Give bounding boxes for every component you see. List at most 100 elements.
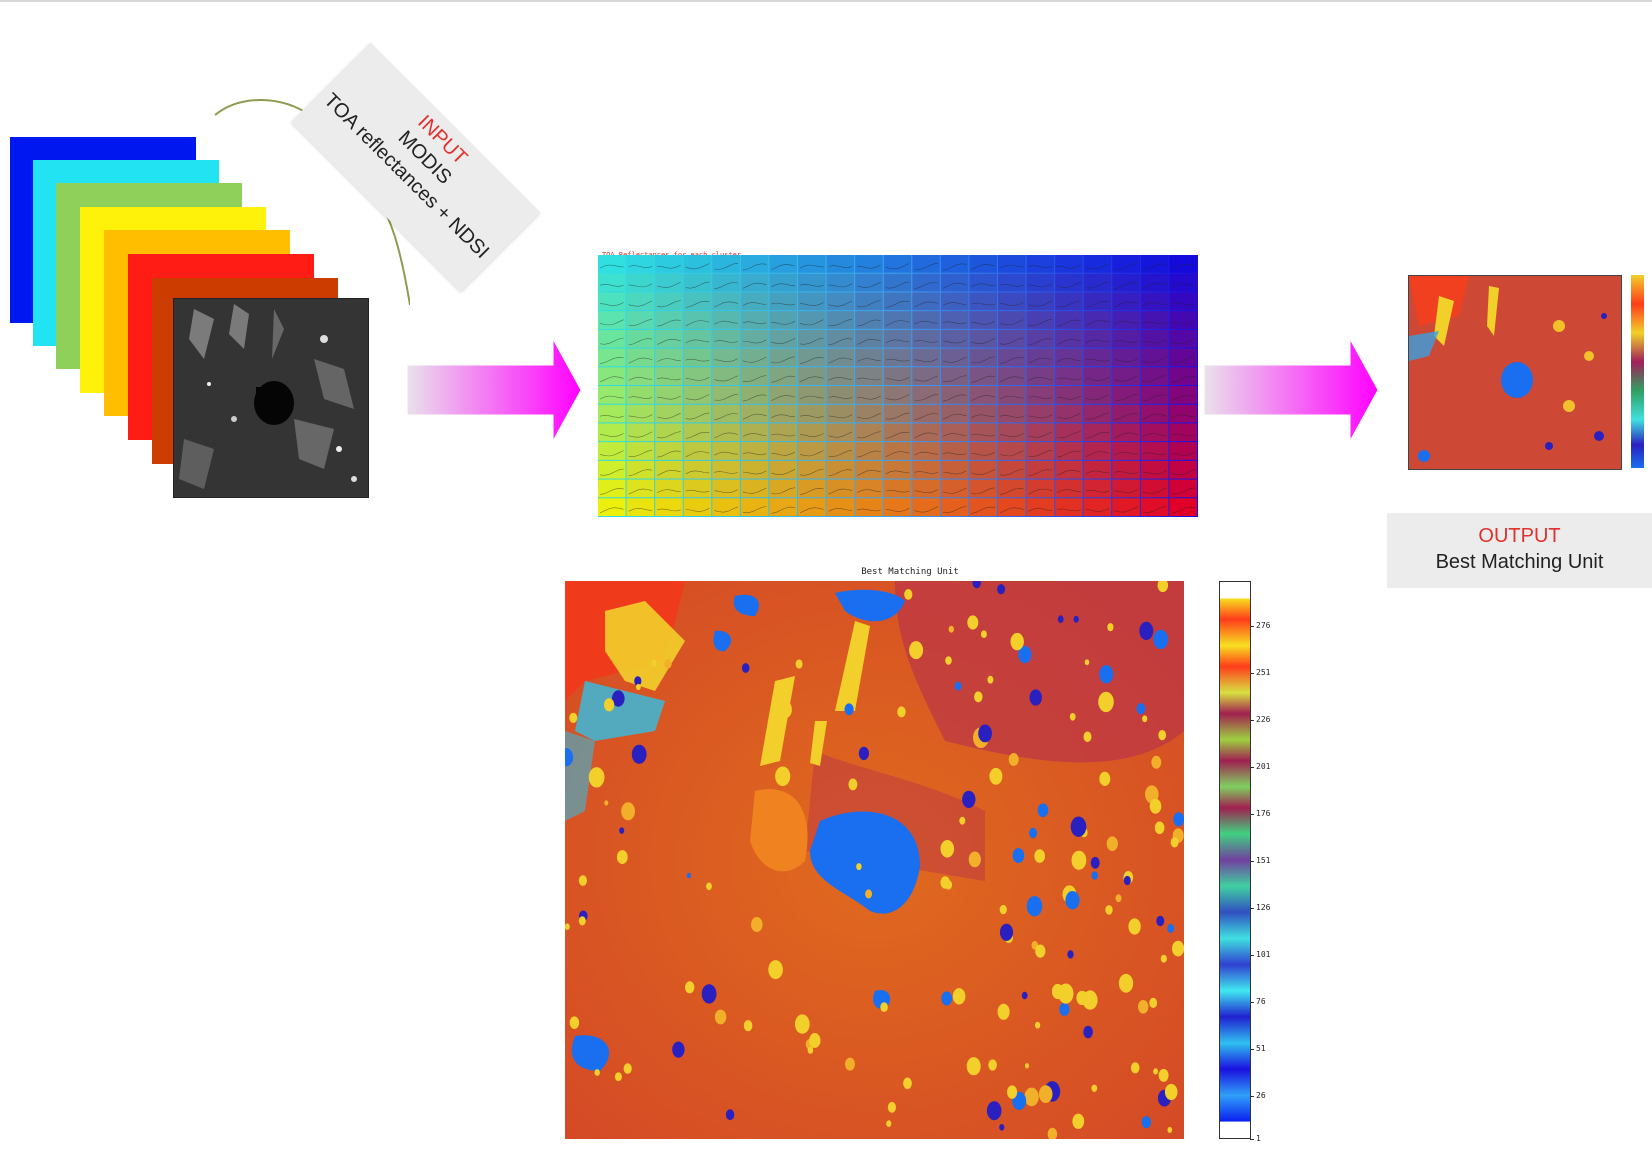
som-cell xyxy=(683,386,712,404)
som-cell xyxy=(712,367,740,385)
som-cell-curve xyxy=(971,264,996,270)
som-cell-curve xyxy=(656,358,681,362)
som-cell xyxy=(883,460,912,479)
som-cell xyxy=(655,442,683,460)
map-feature xyxy=(1035,1021,1041,1029)
colorbar-tick-label: 226 xyxy=(1256,715,1271,724)
som-cell xyxy=(1169,292,1197,311)
som-cell xyxy=(683,498,712,516)
som-cell xyxy=(1169,273,1197,292)
som-cell-curve xyxy=(1085,489,1110,493)
som-cell-curve xyxy=(1171,264,1196,270)
som-cell-curve xyxy=(857,508,881,512)
som-cell xyxy=(1169,404,1197,423)
som-cell-curve xyxy=(657,431,681,439)
som-cell xyxy=(1112,329,1140,348)
map-feature xyxy=(1072,1113,1085,1129)
map-feature xyxy=(880,1002,888,1012)
som-cell xyxy=(740,329,769,348)
som-cell-curve xyxy=(1142,321,1167,325)
som-cell-curve xyxy=(799,356,824,364)
som-cell-curve xyxy=(999,337,1024,345)
som-cell-curve xyxy=(942,263,967,271)
som-cell xyxy=(826,442,855,460)
best-matching-unit-map xyxy=(565,581,1184,1139)
map-feature xyxy=(1083,1025,1093,1039)
som-cell-curve xyxy=(628,300,653,307)
map-feature xyxy=(1083,731,1092,743)
som-cell xyxy=(655,386,683,404)
som-cell-curve xyxy=(714,301,738,308)
map-feature xyxy=(1059,1002,1070,1016)
som-cell-curve xyxy=(742,302,767,306)
som-cell-curve xyxy=(914,358,939,363)
som-cell xyxy=(1112,479,1140,498)
map-feature xyxy=(865,889,873,899)
som-cell-curve xyxy=(685,320,710,327)
som-cell-curve xyxy=(628,357,653,364)
som-cell xyxy=(798,329,826,348)
som-cell-curve xyxy=(628,488,653,495)
som-cell-curve xyxy=(1142,263,1167,271)
som-cell-curve xyxy=(685,263,710,270)
som-cell xyxy=(626,367,655,385)
som-cell-curve xyxy=(999,356,1024,364)
som-cell-curve xyxy=(1171,487,1196,495)
som-cell-curve xyxy=(1085,320,1110,326)
som-cell xyxy=(1140,367,1169,385)
som-cell xyxy=(912,255,940,273)
flow-arrow-icon xyxy=(406,338,582,442)
som-cell xyxy=(740,348,769,367)
som-cell xyxy=(826,311,855,329)
som-cell xyxy=(1026,329,1055,348)
map-feature xyxy=(962,790,976,809)
som-cell xyxy=(1112,273,1140,292)
som-cell-curve xyxy=(828,488,853,495)
som-cell xyxy=(883,329,912,348)
som-cell xyxy=(769,423,797,442)
som-cell-curve xyxy=(771,356,796,364)
som-cell xyxy=(969,460,997,479)
som-cell xyxy=(598,404,626,423)
som-cell xyxy=(1140,498,1169,516)
som-cell-curve xyxy=(971,433,996,437)
map-feature xyxy=(612,690,625,707)
map-feature xyxy=(1123,875,1131,886)
som-cell xyxy=(598,367,626,385)
som-cell-curve xyxy=(942,356,967,363)
som-cell xyxy=(1112,311,1140,329)
som-cell-curve xyxy=(1171,506,1196,514)
som-cell xyxy=(798,348,826,367)
colorbar-tick-mark xyxy=(1250,955,1254,956)
map-feature xyxy=(594,1069,600,1076)
som-cell xyxy=(1140,311,1169,329)
som-cell xyxy=(940,423,969,442)
som-cell xyxy=(683,423,712,442)
som-cell xyxy=(1026,460,1055,479)
som-cell xyxy=(969,498,997,516)
map-feature xyxy=(897,706,906,718)
som-cell-curve xyxy=(1085,412,1110,420)
som-cell xyxy=(626,498,655,516)
som-cell-curve xyxy=(1171,375,1196,383)
som-cell xyxy=(712,255,740,273)
som-cell-curve xyxy=(742,394,767,402)
som-cell-curve xyxy=(771,451,796,456)
som-cell xyxy=(712,386,740,404)
map-feature xyxy=(845,1057,855,1071)
som-cell-curve xyxy=(628,265,653,269)
som-cell xyxy=(1083,367,1112,385)
som-cell xyxy=(626,442,655,460)
output-map-thumbnail xyxy=(1408,275,1622,470)
som-cell xyxy=(1140,442,1169,460)
map-feature xyxy=(948,625,954,633)
som-cell xyxy=(769,329,797,348)
som-cell-curve xyxy=(885,281,910,289)
som-cell-curve xyxy=(1028,414,1053,419)
map-feature xyxy=(1026,896,1043,917)
som-cell xyxy=(655,329,683,348)
som-cell xyxy=(826,423,855,442)
som-cell xyxy=(598,498,626,516)
som-cell-curve xyxy=(685,281,710,289)
som-cell xyxy=(912,423,940,442)
